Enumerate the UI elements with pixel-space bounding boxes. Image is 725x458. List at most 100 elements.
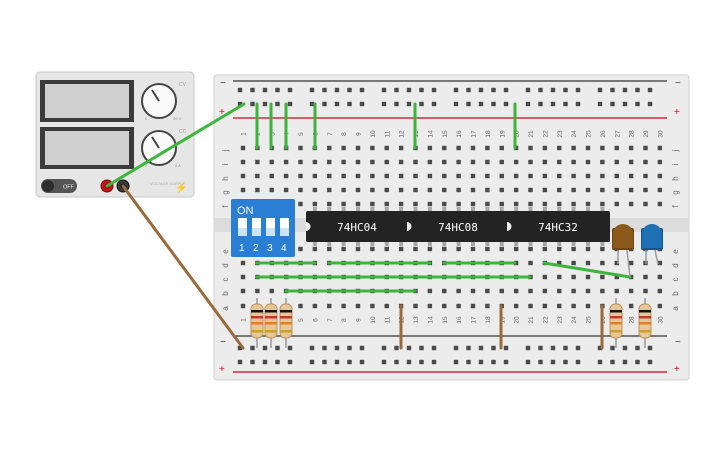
rail-hole-1-24[interactable] [563,101,568,107]
dip-toggle-1[interactable] [238,218,247,236]
hole-f5[interactable] [298,201,303,207]
hole-j21[interactable] [528,145,533,151]
hole-g11[interactable] [384,187,389,193]
rail-hole-0-14[interactable] [419,87,424,93]
hole-b19[interactable] [499,288,504,294]
hole-j17[interactable] [470,145,476,151]
rail-hole-1-10[interactable] [359,101,365,107]
rail-hole-0-12[interactable] [394,87,399,93]
rail-hole-1-13[interactable] [406,101,412,107]
rail-hole-0-19[interactable] [491,87,496,93]
hole-h11[interactable] [384,173,389,179]
hole-g3[interactable] [269,187,274,193]
rail-hole-3-28[interactable] [622,359,628,365]
led-brown[interactable] [612,224,634,278]
rail-hole-0-24[interactable] [563,87,568,93]
hole-c23[interactable] [557,274,562,280]
hole-i6[interactable] [312,159,318,165]
rail-hole-2-24[interactable] [563,345,568,351]
rail-hole-0-8[interactable] [334,87,340,93]
hole-g29[interactable] [643,187,648,193]
hole-d21[interactable] [528,260,533,266]
rail-hole-0-6[interactable] [309,87,315,93]
rail-hole-2-19[interactable] [491,345,496,351]
hole-j24[interactable] [571,145,576,151]
rail-hole-3-15[interactable] [431,359,437,365]
hole-d25[interactable] [585,260,591,266]
hole-b26[interactable] [600,288,605,294]
hole-f16[interactable] [456,201,461,207]
rail-hole-1-11[interactable] [381,101,387,107]
rail-hole-1-20[interactable] [503,101,509,107]
hole-j29[interactable] [643,145,648,151]
wire-brown-supply-negative[interactable] [121,184,245,350]
hole-i26[interactable] [600,159,605,165]
hole-c1[interactable] [240,274,246,280]
hole-i21[interactable] [528,159,533,165]
rail-hole-0-23[interactable] [550,87,556,93]
hole-g19[interactable] [499,187,504,193]
hole-i11[interactable] [384,159,389,165]
hole-j1[interactable] [240,145,246,151]
hole-i14[interactable] [427,159,433,165]
hole-j12[interactable] [398,145,404,151]
hole-b18[interactable] [485,288,490,294]
hole-g30[interactable] [657,187,663,193]
hole-a11[interactable] [384,303,389,309]
rail-hole-1-25[interactable] [575,101,581,107]
hole-a16[interactable] [456,303,461,309]
hole-f14[interactable] [427,201,433,207]
rail-hole-2-12[interactable] [394,345,399,351]
hole-a18[interactable] [485,303,490,309]
hole-h18[interactable] [485,173,490,179]
rail-hole-2-1[interactable] [237,345,243,351]
hole-g21[interactable] [528,187,533,193]
hole-c22[interactable] [542,274,548,280]
hole-i3[interactable] [269,159,274,165]
rail-hole-3-1[interactable] [237,359,243,365]
rail-hole-2-20[interactable] [503,345,509,351]
hole-i23[interactable] [557,159,562,165]
hole-h8[interactable] [341,173,346,179]
hole-i12[interactable] [398,159,404,165]
resistor-5[interactable] [638,298,652,348]
hole-j14[interactable] [427,145,433,151]
rail-hole-0-21[interactable] [525,87,531,93]
ic-chips[interactable]: 74HC04 74HC08 74HC32 [306,207,610,246]
hole-b23[interactable] [557,288,562,294]
hole-a20[interactable] [513,303,519,309]
hole-h10[interactable] [370,173,375,179]
rail-hole-3-20[interactable] [503,359,509,365]
hole-a25[interactable] [585,303,591,309]
hole-g23[interactable] [557,187,562,193]
rail-hole-1-15[interactable] [431,101,437,107]
rail-hole-3-6[interactable] [309,359,315,365]
hole-i19[interactable] [499,159,504,165]
rail-hole-2-15[interactable] [431,345,437,351]
hole-h17[interactable] [470,173,476,179]
rail-hole-1-8[interactable] [334,101,340,107]
hole-j26[interactable] [600,145,605,151]
dip-toggle-4[interactable] [280,218,289,236]
hole-e11[interactable] [384,246,389,252]
rail-hole-1-18[interactable] [478,101,484,107]
hole-a23[interactable] [557,303,562,309]
rail-hole-0-20[interactable] [503,87,509,93]
rail-hole-3-2[interactable] [250,359,255,365]
rail-hole-1-6[interactable] [309,101,315,107]
hole-i2[interactable] [255,159,260,165]
hole-b28[interactable] [628,288,634,294]
rail-hole-2-4[interactable] [275,345,280,351]
leds[interactable] [612,224,663,278]
rail-hole-3-24[interactable] [563,359,568,365]
hole-a22[interactable] [542,303,548,309]
hole-f10[interactable] [370,201,375,207]
hole-g2[interactable] [255,187,260,193]
hole-i15[interactable] [442,159,447,165]
led-blue[interactable] [641,224,663,265]
rail-hole-0-29[interactable] [635,87,640,93]
hole-i13[interactable] [413,159,418,165]
rail-hole-3-27[interactable] [610,359,615,365]
hole-e16[interactable] [456,246,461,252]
rail-hole-1-4[interactable] [275,101,280,107]
